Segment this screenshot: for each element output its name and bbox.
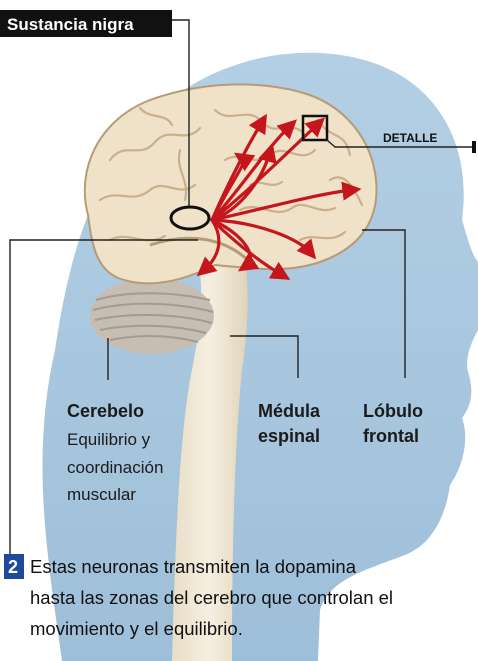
medula-label-line-2: espinal	[258, 426, 320, 446]
cerebelo-desc-line-3: muscular	[67, 485, 136, 504]
step-caption-line-1: Estas neuronas transmiten la dopamina	[30, 556, 357, 577]
step-caption-line-3: movimiento y el equilibrio.	[30, 618, 243, 639]
step-number: 2	[8, 557, 18, 577]
lobulo-label-line-2: frontal	[363, 426, 419, 446]
step-caption-line-2: hasta las zonas del cerebro que controla…	[30, 587, 393, 608]
detail-pointer-end	[472, 141, 476, 153]
cerebelo-desc-line-2: coordinación	[67, 458, 163, 477]
detail-label: DETALLE	[383, 131, 437, 145]
medula-label-line-1: Médula	[258, 401, 321, 421]
cerebelo-desc-line-1: Equilibrio y	[67, 430, 151, 449]
lobulo-label-line-1: Lóbulo	[363, 401, 423, 421]
cerebelo-title: Cerebelo	[67, 401, 144, 421]
substantia-nigra-tag: Sustancia nigra	[7, 15, 134, 34]
